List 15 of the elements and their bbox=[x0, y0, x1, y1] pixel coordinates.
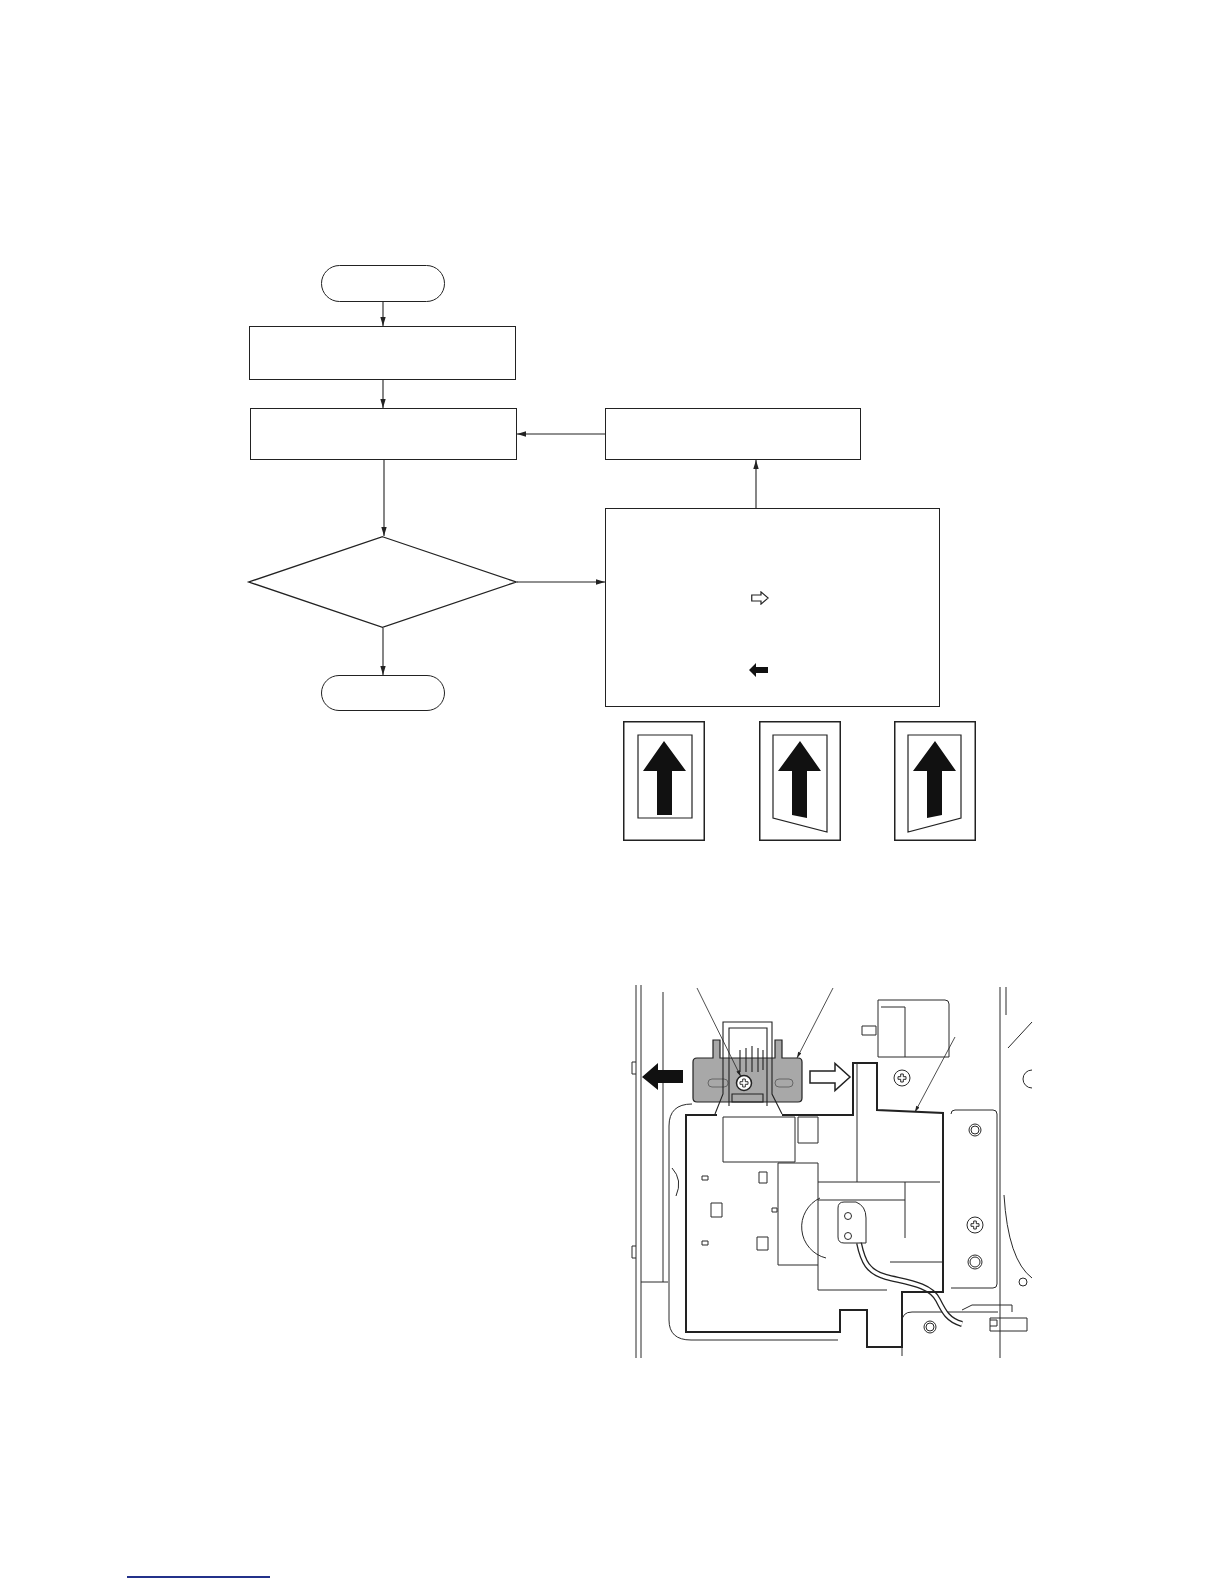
arrow bbox=[516, 431, 606, 437]
process-box bbox=[250, 408, 517, 460]
bracket bbox=[692, 1039, 803, 1103]
arrow bbox=[516, 579, 606, 585]
decision-diamond bbox=[248, 536, 517, 628]
process-box bbox=[605, 508, 940, 707]
screw bbox=[735, 1074, 753, 1092]
process-box bbox=[249, 326, 516, 380]
arrow bbox=[380, 627, 386, 676]
arrow bbox=[380, 301, 386, 327]
arrow bbox=[380, 379, 386, 409]
cover-panel bbox=[668, 1062, 944, 1348]
process-box bbox=[605, 408, 861, 460]
arrow bbox=[381, 459, 387, 537]
arrow bbox=[753, 459, 759, 509]
